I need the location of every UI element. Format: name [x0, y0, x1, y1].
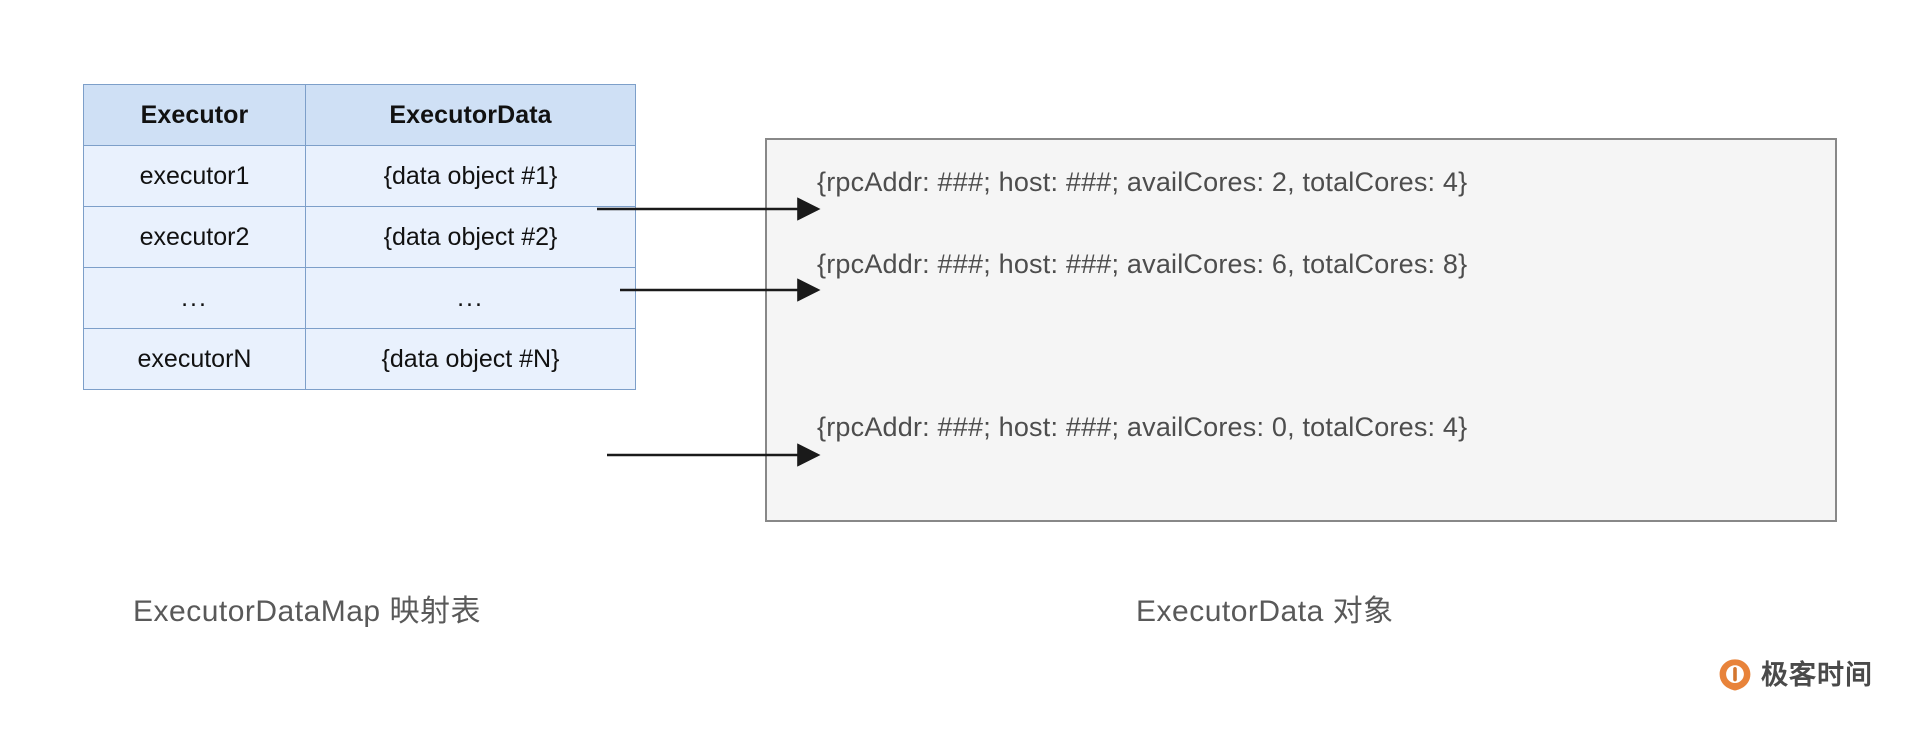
- column-header-executordata: ExecutorData: [305, 84, 636, 146]
- cell-executor-value: {data object #1}: [305, 145, 636, 207]
- table-row: executorN {data object #N}: [83, 328, 636, 390]
- cell-executor-key: executorN: [83, 328, 306, 390]
- caption-executor-data-object: ExecutorData 对象: [1136, 595, 1394, 628]
- cell-executor-key: executor1: [83, 145, 306, 207]
- cell-executor-value: ...: [305, 267, 636, 329]
- cell-executor-value: {data object #2}: [305, 206, 636, 268]
- executor-data-object-panel: {rpcAddr: ###; host: ###; availCores: 2,…: [765, 138, 1837, 522]
- cell-executor-key: executor2: [83, 206, 306, 268]
- table-row: ... ...: [83, 267, 636, 329]
- caption-executor-data-map: ExecutorDataMap 映射表: [133, 595, 481, 628]
- executor-data-line: {rpcAddr: ###; host: ###; availCores: 2,…: [817, 167, 1468, 197]
- watermark: 极客时间: [1718, 658, 1873, 692]
- table-row: executor2 {data object #2}: [83, 206, 636, 268]
- executor-data-line: {rpcAddr: ###; host: ###; availCores: 0,…: [817, 412, 1468, 442]
- executor-data-map-table: Executor ExecutorData executor1 {data ob…: [83, 84, 636, 390]
- executor-data-line: {rpcAddr: ###; host: ###; availCores: 6,…: [817, 249, 1468, 279]
- cell-executor-key: ...: [83, 267, 306, 329]
- cell-executor-value: {data object #N}: [305, 328, 636, 390]
- watermark-text: 极客时间: [1761, 659, 1873, 690]
- table-header-row: Executor ExecutorData: [83, 84, 636, 146]
- table-row: executor1 {data object #1}: [83, 145, 636, 207]
- geektime-logo-icon: [1718, 658, 1752, 692]
- column-header-executor: Executor: [83, 84, 306, 146]
